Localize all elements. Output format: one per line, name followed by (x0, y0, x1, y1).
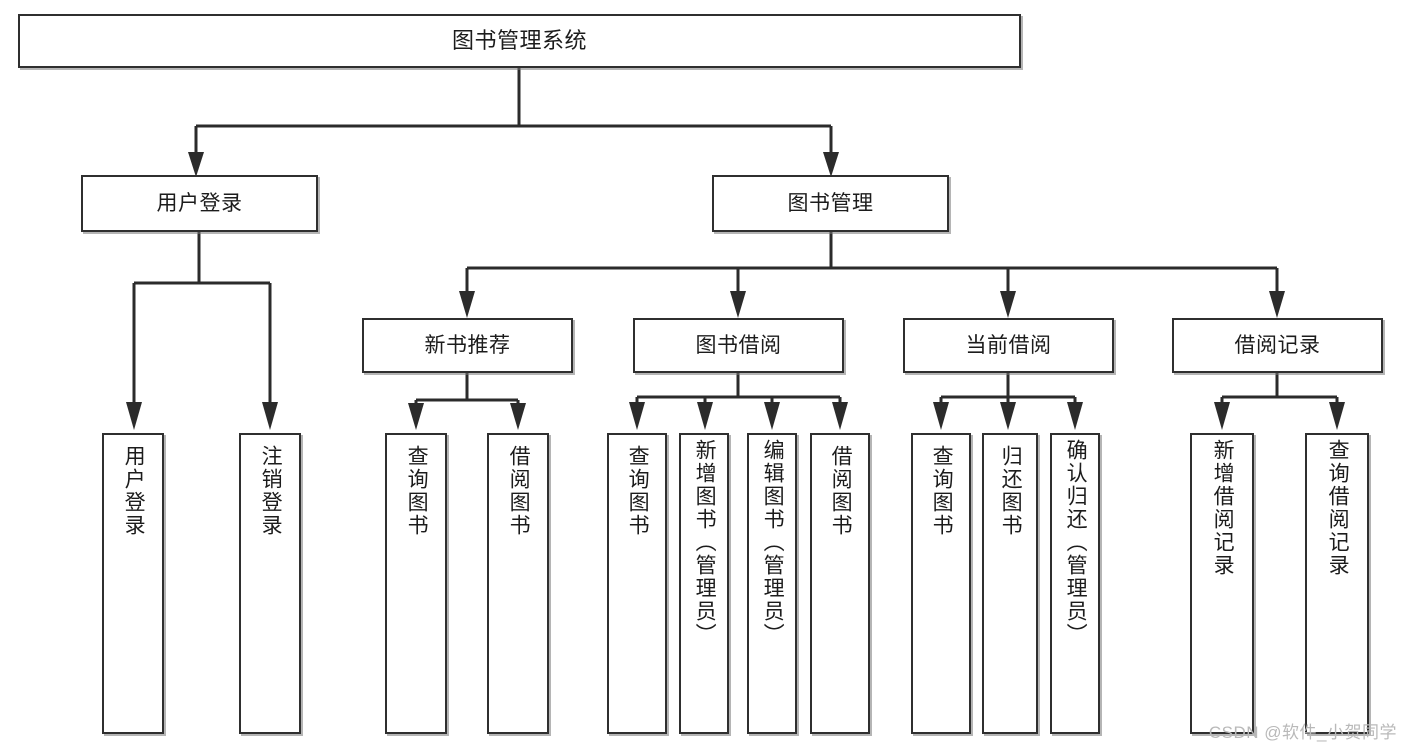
node-label: 查询图书 (930, 445, 954, 537)
leaf-borrow-add-book-admin[interactable]: 新增图书（管理员） (679, 433, 729, 734)
node-label: 借阅记录 (1234, 333, 1321, 357)
leaf-borrow-query-book[interactable]: 查询图书 (607, 433, 667, 734)
leaf-record-query-borrow-record[interactable]: 查询借阅记录 (1305, 433, 1369, 734)
leaf-user-login-logout[interactable]: 注销登录 (239, 433, 301, 734)
leaf-current-confirm-return-admin[interactable]: 确认归还（管理员） (1050, 433, 1100, 734)
leaf-borrow-borrow-book[interactable]: 借阅图书 (810, 433, 870, 734)
node-label: 注销登录 (259, 445, 283, 537)
node-label: 新增借阅记录 (1211, 439, 1235, 577)
node-borrow-record[interactable]: 借阅记录 (1172, 318, 1383, 373)
leaf-new-book-query[interactable]: 查询图书 (385, 433, 447, 734)
node-label: 图书管理系统 (451, 27, 587, 53)
node-label: 借阅图书 (829, 445, 853, 537)
leaf-current-query-book[interactable]: 查询图书 (911, 433, 971, 734)
node-label: 借阅图书 (507, 445, 531, 537)
node-label: 用户登录 (156, 191, 243, 215)
node-root-system[interactable]: 图书管理系统 (18, 14, 1021, 68)
node-label: 图书管理 (787, 191, 874, 215)
node-label: 新书推荐 (424, 333, 511, 357)
node-label: 图书借阅 (695, 333, 782, 357)
leaf-user-login-login[interactable]: 用户登录 (102, 433, 164, 734)
node-new-book-recommend[interactable]: 新书推荐 (362, 318, 573, 373)
node-book-borrow[interactable]: 图书借阅 (633, 318, 844, 373)
node-label: 归还图书 (999, 445, 1023, 537)
leaf-current-return-book[interactable]: 归还图书 (982, 433, 1038, 734)
watermark-text: CSDN @软件_小贺同学 (1208, 723, 1397, 742)
leaf-record-add-borrow-record[interactable]: 新增借阅记录 (1190, 433, 1254, 734)
node-user-login[interactable]: 用户登录 (81, 175, 318, 232)
node-label: 查询借阅记录 (1326, 439, 1350, 577)
node-label: 编辑图书（管理员） (761, 439, 785, 646)
node-label: 确认归还（管理员） (1064, 439, 1088, 646)
node-label: 查询图书 (626, 445, 650, 537)
leaf-new-book-borrow[interactable]: 借阅图书 (487, 433, 549, 734)
node-label: 当前借阅 (965, 333, 1052, 357)
node-label: 查询图书 (405, 445, 429, 537)
node-current-borrow[interactable]: 当前借阅 (903, 318, 1114, 373)
node-book-management[interactable]: 图书管理 (712, 175, 949, 232)
leaf-borrow-edit-book-admin[interactable]: 编辑图书（管理员） (747, 433, 797, 734)
node-label: 新增图书（管理员） (693, 439, 717, 646)
node-label: 用户登录 (122, 445, 146, 537)
